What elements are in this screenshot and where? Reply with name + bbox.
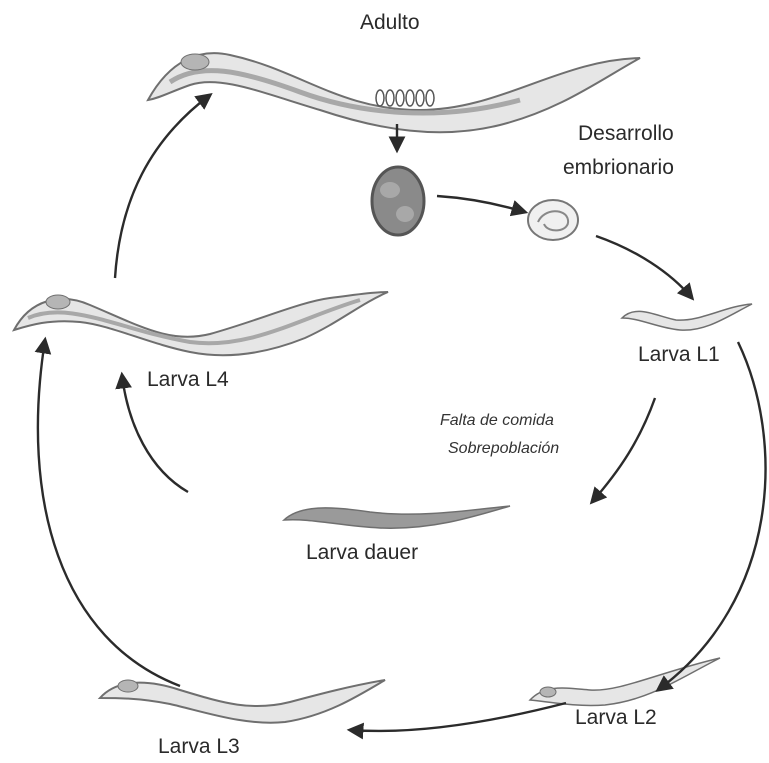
condition-overpopulation-label: Sobrepoblación <box>448 437 559 460</box>
arrow-embryo-to-l1 <box>596 236 692 298</box>
l3-label: Larva L3 <box>158 736 240 757</box>
arrow-l2-to-l3 <box>350 703 566 731</box>
embryo-illustration <box>528 200 578 240</box>
l2-worm-illustration <box>530 658 720 705</box>
egg-illustration <box>372 167 424 235</box>
embryonic-development-label-line1: Desarrollo <box>578 123 674 144</box>
embryonic-development-label-line2: embrionario <box>563 157 674 178</box>
arrow-l4-to-adult <box>115 95 210 278</box>
dauer-label: Larva dauer <box>306 542 418 563</box>
arrow-l3-to-l4 <box>38 340 180 686</box>
l1-label: Larva L1 <box>638 344 720 365</box>
adult-label: Adulto <box>360 12 420 33</box>
arrow-egg-to-embryo <box>437 196 525 212</box>
l2-label: Larva L2 <box>575 707 657 728</box>
arrow-dauer-to-l4 <box>122 375 188 492</box>
condition-food-shortage-label: Falta de comida <box>440 409 554 432</box>
l3-worm-illustration <box>100 680 385 723</box>
l4-worm-illustration <box>14 292 388 355</box>
arrow-l1-to-l2 <box>658 342 766 690</box>
arrow-l1-to-dauer <box>592 398 655 502</box>
l4-label: Larva L4 <box>147 369 229 390</box>
adult-worm-illustration <box>148 53 640 132</box>
dauer-worm-illustration <box>284 506 510 528</box>
l1-worm-illustration <box>622 304 752 330</box>
